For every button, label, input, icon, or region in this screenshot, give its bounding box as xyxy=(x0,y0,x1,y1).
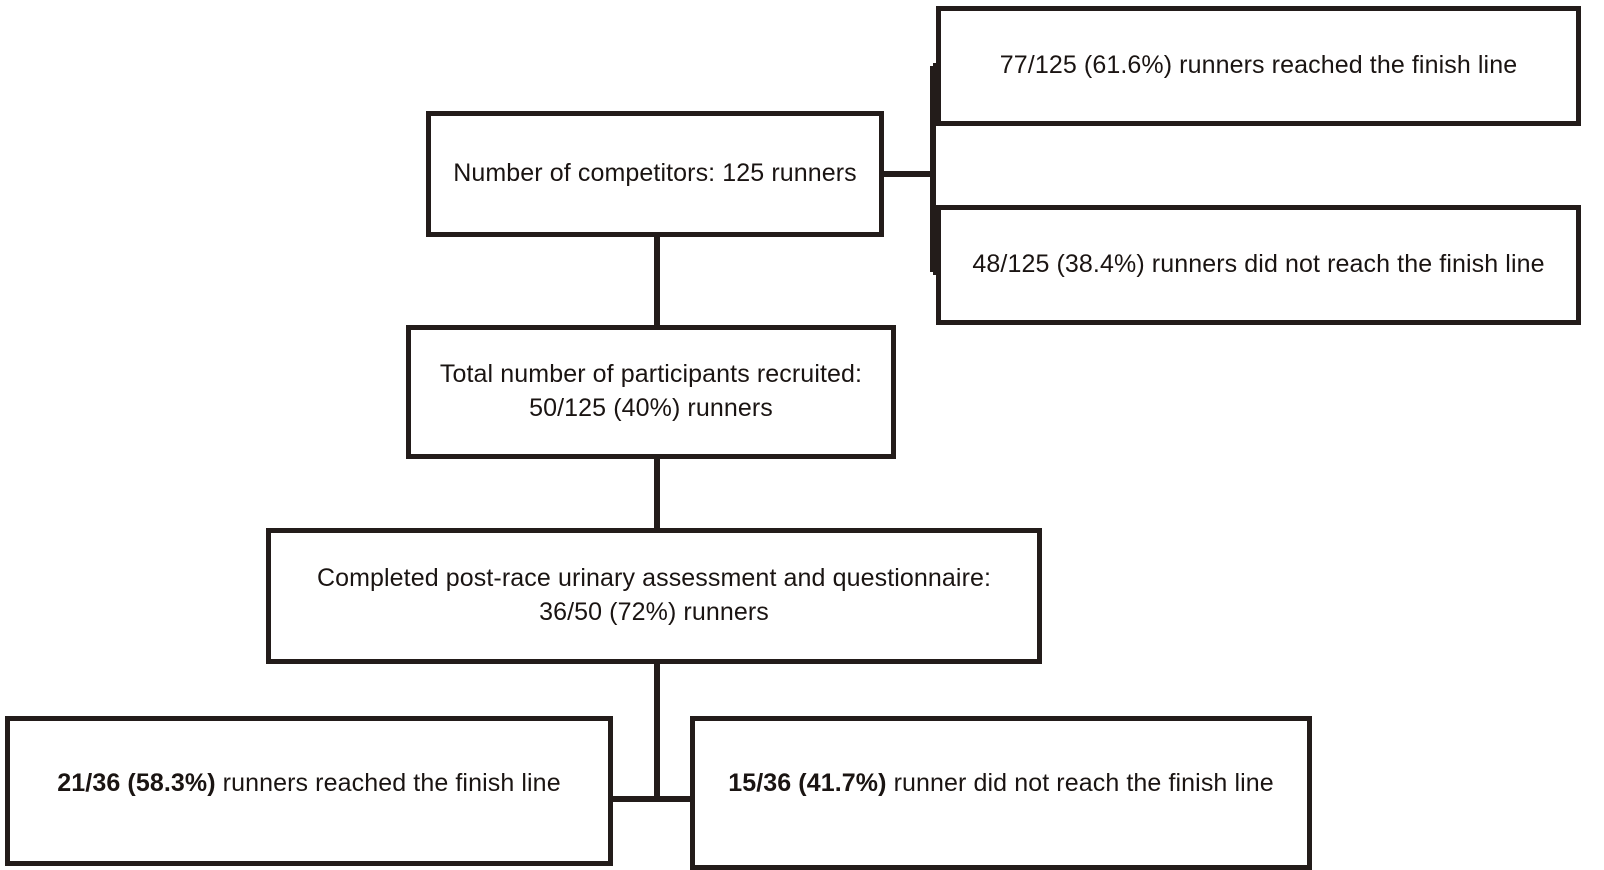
node-reached-finish-line-participants-stat: 21/36 (58.3%) xyxy=(57,769,216,797)
node-reached-finish-line-participants-rest: runners reached the finish line xyxy=(215,769,561,797)
node-reached-finish-line-overall-label: 77/125 (61.6%) runners reached the finis… xyxy=(999,51,1518,80)
node-not-reached-finish-line-overall: 48/125 (38.4%) runners did not reach the… xyxy=(936,205,1581,325)
node-not-reached-finish-line-participants-stat: 15/36 (41.7%) xyxy=(728,769,887,797)
node-reached-finish-line-overall: 77/125 (61.6%) runners reached the finis… xyxy=(936,6,1581,126)
node-participants-recruited: Total number of participants recruited: … xyxy=(406,325,896,459)
node-completed-assessment-label: Completed post-race urinary assessment a… xyxy=(316,564,992,626)
node-participants-recruited-label: Total number of participants recruited: … xyxy=(439,360,863,422)
node-not-reached-finish-line-participants: 15/36 (41.7%) runner did not reach the f… xyxy=(690,716,1312,870)
node-reached-finish-line-participants: 21/36 (58.3%) runners reached the finish… xyxy=(5,716,613,866)
node-reached-finish-line-participants-text: 21/36 (58.3%) runners reached the finish… xyxy=(43,721,574,801)
node-not-reached-finish-line-participants-text: 15/36 (41.7%) runner did not reach the f… xyxy=(714,721,1288,801)
node-number-of-competitors: Number of competitors: 125 runners xyxy=(426,111,884,237)
node-completed-assessment: Completed post-race urinary assessment a… xyxy=(266,528,1042,664)
node-number-of-competitors-label: Number of competitors: 125 runners xyxy=(453,159,857,188)
node-not-reached-finish-line-participants-rest: runner did not reach the finish line xyxy=(886,769,1274,797)
node-not-reached-finish-line-overall-label: 48/125 (38.4%) runners did not reach the… xyxy=(972,250,1545,279)
